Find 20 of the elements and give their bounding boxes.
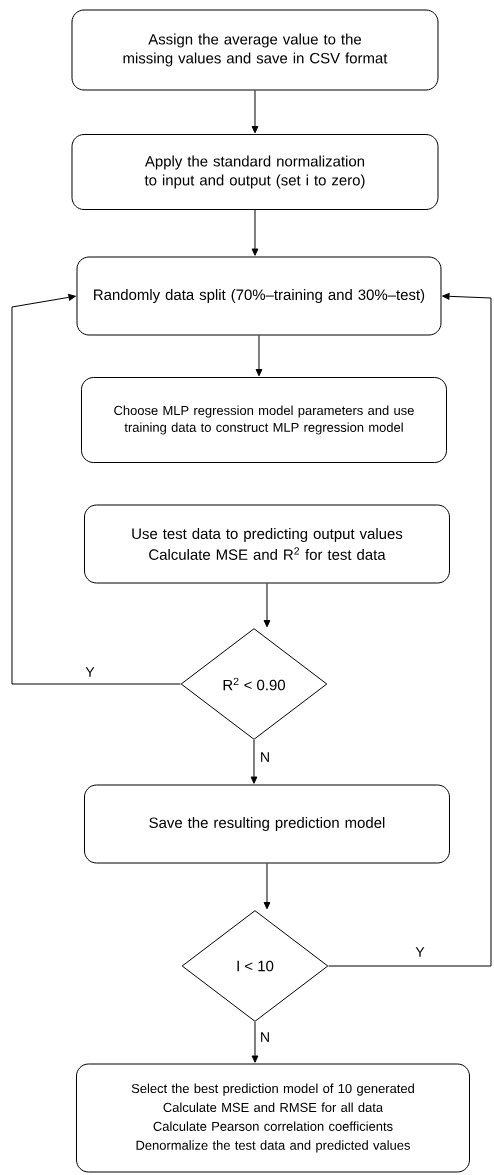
edge-label: N [258, 1031, 272, 1043]
process-box: Use test data to predicting output values Calculate MSE and R$^{2}$ for test data [84, 504, 450, 584]
edge-label: Y [414, 946, 426, 958]
process-box: Randomly data split (70%–training and 30%–test) [76, 256, 442, 336]
arrow [11, 293, 181, 685]
arrow [251, 209, 259, 256]
process-box: Save the resulting prediction model [84, 784, 450, 864]
process-box: Apply the standard normalization to input and output (set i to zero) [71, 134, 439, 210]
arrow [251, 1021, 259, 1063]
process-box: Assign the average value to the missing values and save in CSV format [71, 9, 439, 91]
arrow [255, 335, 263, 377]
arrow [251, 90, 259, 134]
arrow [328, 292, 492, 967]
arrow [250, 739, 258, 784]
edge-label: Y [84, 666, 96, 678]
arrow [263, 583, 271, 628]
process-box: Select the best prediction model of 10 generated Calculate MSE and RMSE for all data Calculate Pearson correlation coefficients Denormalize the test data and predicted values [76, 1063, 470, 1173]
arrow [263, 863, 271, 910]
process-box: Choose MLP regression model parameters and use training data to construct MLP regression model [81, 377, 447, 463]
edge-label: N [258, 751, 272, 763]
